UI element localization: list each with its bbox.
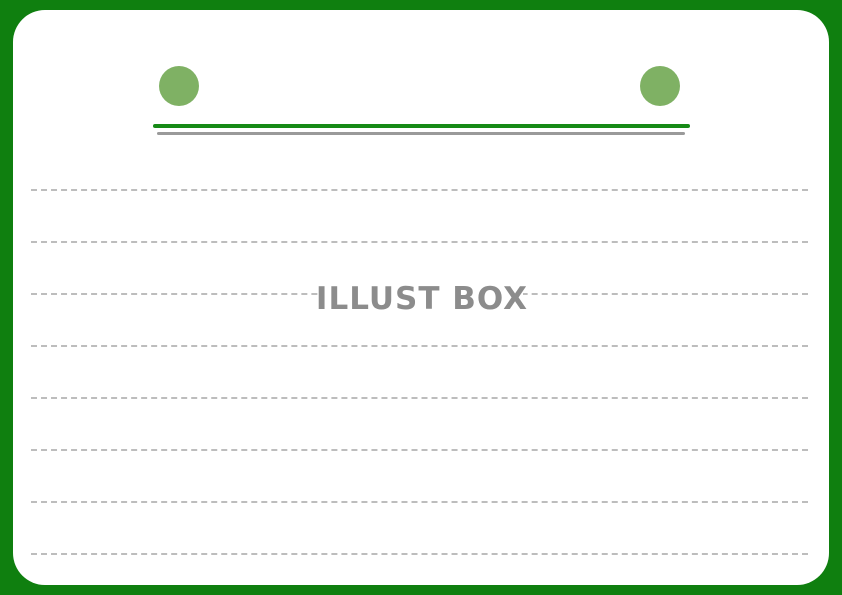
title-line (153, 124, 690, 128)
ruled-line (31, 553, 808, 555)
ruled-line (31, 397, 808, 399)
ruled-line (31, 345, 808, 347)
ruled-line (31, 189, 808, 191)
ruled-line (31, 241, 808, 243)
watermark-text: ILLUST BOX (316, 278, 527, 320)
right-hole-dot (640, 66, 680, 106)
title-underline (157, 132, 685, 135)
ruled-line (31, 501, 808, 503)
left-hole-dot (159, 66, 199, 106)
note-card: ILLUST BOX (13, 10, 829, 585)
ruled-line (31, 449, 808, 451)
